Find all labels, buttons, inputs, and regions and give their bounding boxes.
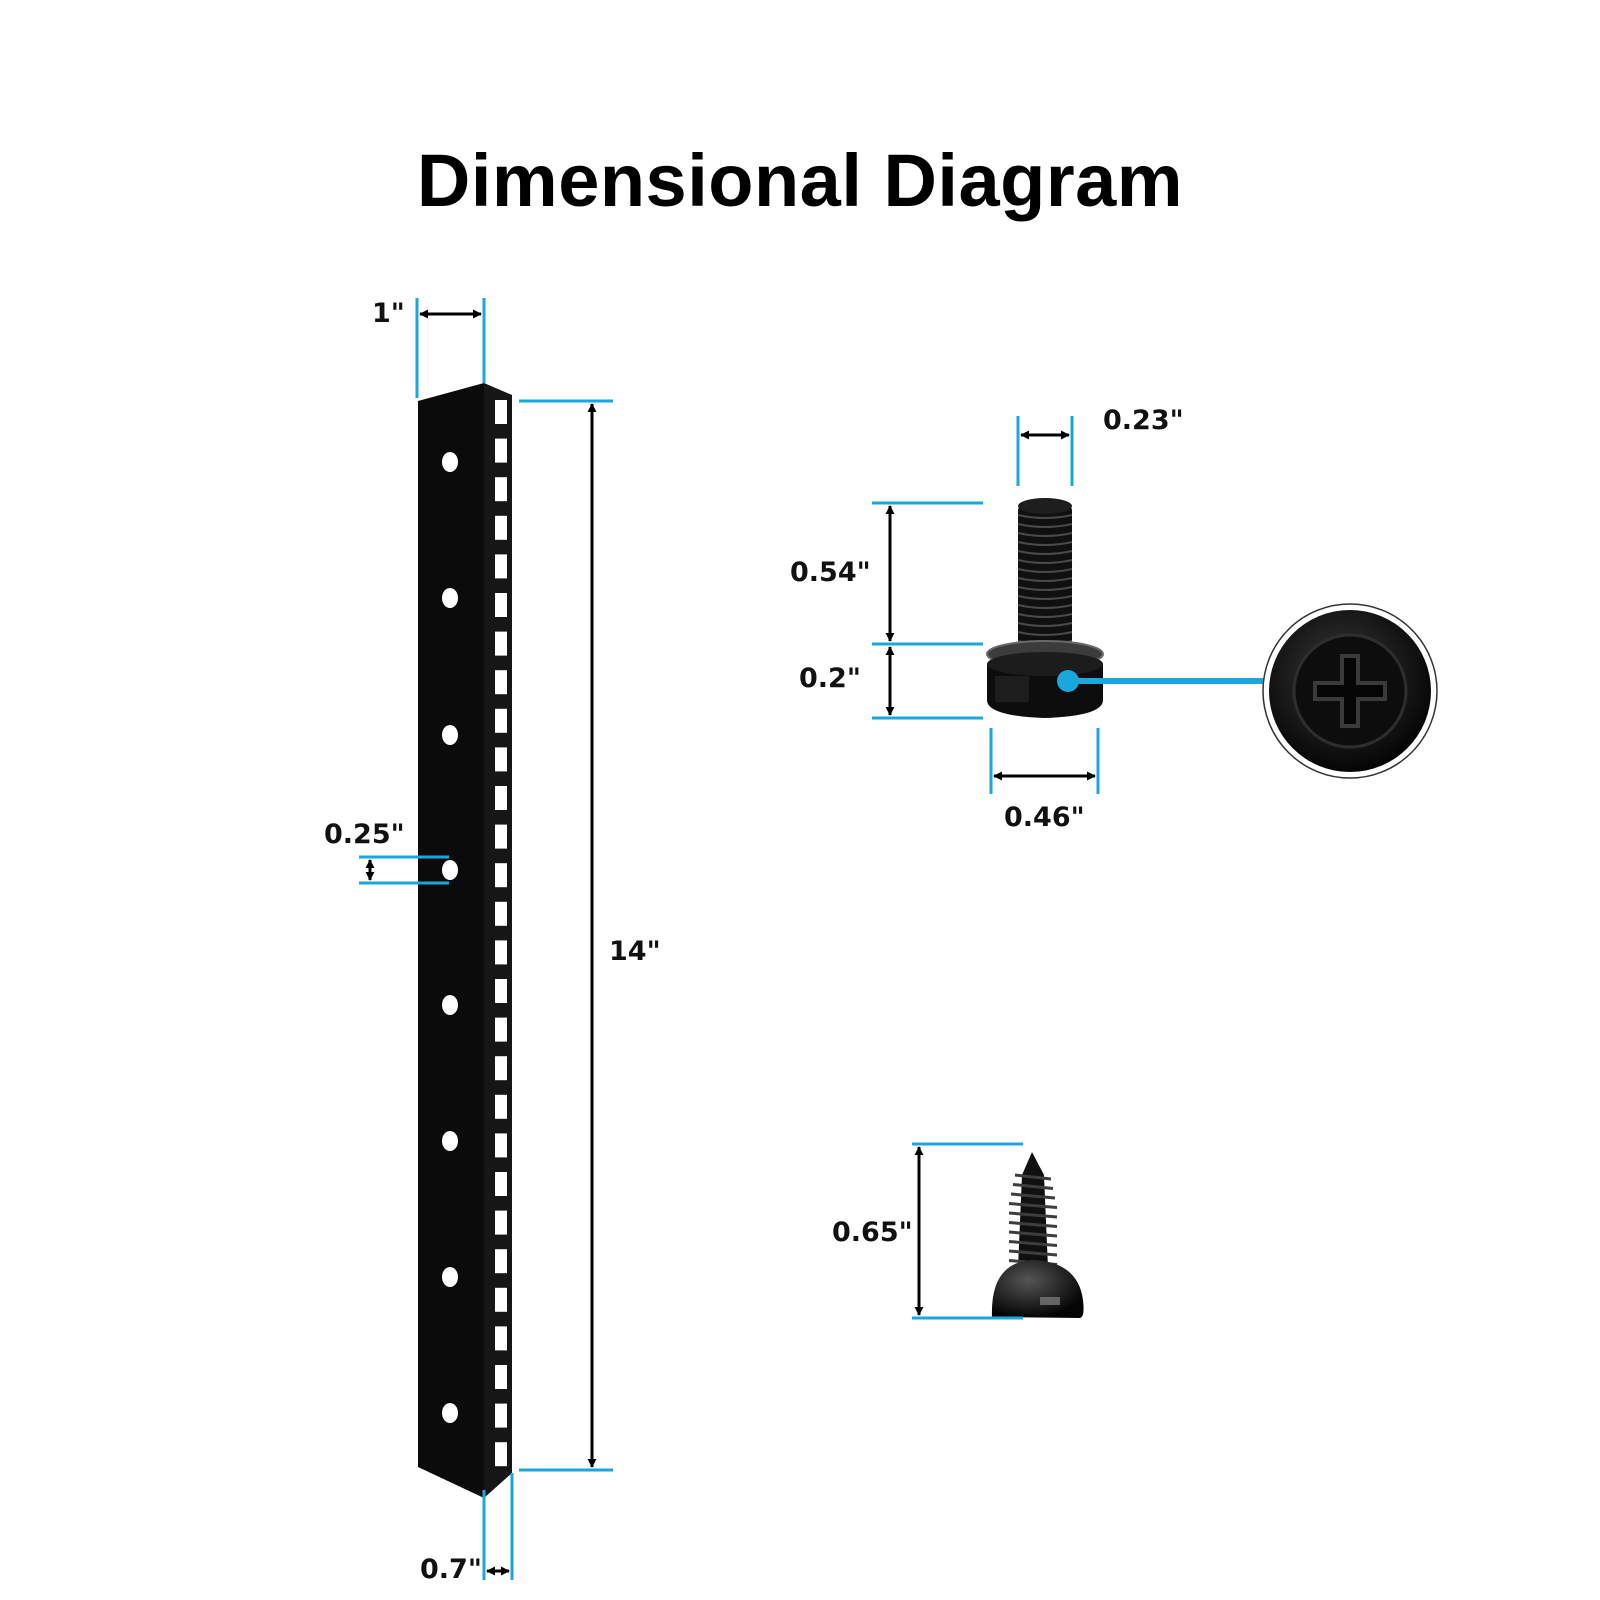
rail-round-hole — [442, 1403, 458, 1423]
rail-square-hole — [495, 901, 507, 926]
phillips-head-detail — [1262, 603, 1438, 779]
tapping-screw-shank — [1018, 1152, 1048, 1268]
rail-plate — [418, 383, 484, 1498]
rail-square-hole — [495, 940, 507, 965]
page-title: Dimensional Diagram — [416, 139, 1184, 222]
screw-thread — [1017, 532, 1073, 537]
rail-square-hole — [495, 554, 507, 579]
screw-thread — [1017, 595, 1073, 600]
tapping-screw-thread — [1014, 1173, 1052, 1181]
rail-width-dimension: 1" — [372, 298, 486, 398]
tapping-screw-length-dimension: 0.65" — [832, 1142, 1023, 1320]
rail-square-hole — [495, 1287, 507, 1312]
rail-round-hole — [442, 452, 458, 472]
rail-round-hole — [442, 1267, 458, 1287]
rail-round-hole — [442, 725, 458, 745]
rail-round-hole — [442, 995, 458, 1015]
tapping-screw — [991, 1152, 1084, 1318]
phillips-cross-icon — [1313, 654, 1387, 728]
tapping-screw-thread — [1008, 1221, 1058, 1228]
tapping-screw-thread — [1012, 1183, 1054, 1190]
rail-hole-label: 0.25" — [324, 819, 405, 850]
rail-square-hole — [495, 670, 507, 695]
screw-thread — [1017, 622, 1073, 627]
screw-thread — [1017, 550, 1073, 555]
rail-square-hole — [495, 438, 507, 463]
tapping-screw-length-label: 0.65" — [832, 1217, 913, 1248]
screw-head-height-label: 0.2" — [799, 663, 861, 694]
rail-flange-dimension: 0.7" — [420, 1473, 514, 1585]
rail-length-dimension: 14" — [519, 399, 661, 1472]
screw-shaft-width-label: 0.23" — [1103, 405, 1184, 436]
rail-square-hole — [495, 477, 507, 502]
rail-width-label: 1" — [372, 298, 405, 329]
rail-square-hole — [495, 1094, 507, 1119]
rail-hole-dimension: 0.25" — [324, 819, 449, 885]
tapping-screw-thread — [1008, 1230, 1058, 1238]
rail-square-hole — [495, 631, 507, 656]
tapping-screw-threads — [1008, 1173, 1058, 1266]
screw-head-width-dimension: 0.46" — [989, 728, 1100, 833]
rail-square-hole — [495, 1172, 507, 1196]
rail-round-hole — [442, 588, 458, 608]
rail-square-hole — [495, 515, 507, 540]
rack-rail — [418, 383, 512, 1498]
screw-thread — [1017, 523, 1073, 528]
screw-thread — [1017, 631, 1073, 636]
tapping-screw-thread — [1008, 1202, 1058, 1209]
screw-thread-length-label: 0.54" — [790, 557, 871, 588]
rail-length-label: 14" — [609, 936, 661, 967]
rail-round-hole — [442, 860, 458, 880]
rail-square-hole — [495, 979, 507, 1003]
rail-square-hole — [495, 1056, 507, 1081]
rail-square-hole — [495, 1326, 507, 1351]
screw-thread — [1017, 514, 1073, 519]
rail-square-hole — [495, 400, 507, 424]
head-detail-callout — [1057, 670, 1277, 692]
rail-round-hole — [442, 1131, 458, 1151]
tapping-screw-thread — [1010, 1192, 1056, 1200]
rail-square-hole — [495, 1017, 507, 1042]
rail-square-hole — [495, 1210, 507, 1235]
screw-tip — [1018, 498, 1072, 514]
tapping-screw-thread — [1008, 1211, 1058, 1219]
screw-thread — [1017, 604, 1073, 609]
rail-square-hole — [495, 863, 507, 888]
rail-round-holes — [442, 452, 458, 1423]
rail-square-hole — [495, 747, 507, 772]
tapping-screw-thread — [1008, 1249, 1058, 1257]
rail-square-hole — [495, 786, 507, 810]
screw-thread — [1017, 559, 1073, 564]
screw-thread — [1017, 568, 1073, 573]
rail-flange-label: 0.7" — [420, 1554, 482, 1585]
rail-square-hole — [495, 1249, 507, 1274]
rail-square-hole — [495, 824, 507, 849]
rail-square-hole — [495, 1365, 507, 1389]
rail-square-hole — [495, 708, 507, 733]
rail-square-hole — [495, 1403, 507, 1428]
screw-thread — [1017, 586, 1073, 591]
screw-thread — [1017, 577, 1073, 582]
rail-square-hole — [495, 593, 507, 617]
tapping-screw-thread — [1008, 1240, 1058, 1247]
screw-head-width-label: 0.46" — [1004, 802, 1085, 833]
screw-thread — [1017, 613, 1073, 618]
tapping-screw-head — [991, 1260, 1084, 1318]
rail-square-holes — [495, 400, 507, 1467]
rail-square-hole — [495, 1133, 507, 1158]
screw-thread — [1017, 541, 1073, 546]
cage-screw — [986, 498, 1104, 718]
screw-thread-length-dimension: 0.54" 0.2" — [790, 501, 983, 720]
rail-square-hole — [495, 1442, 507, 1467]
screw-shaft-width-dimension: 0.23" — [1016, 405, 1184, 486]
